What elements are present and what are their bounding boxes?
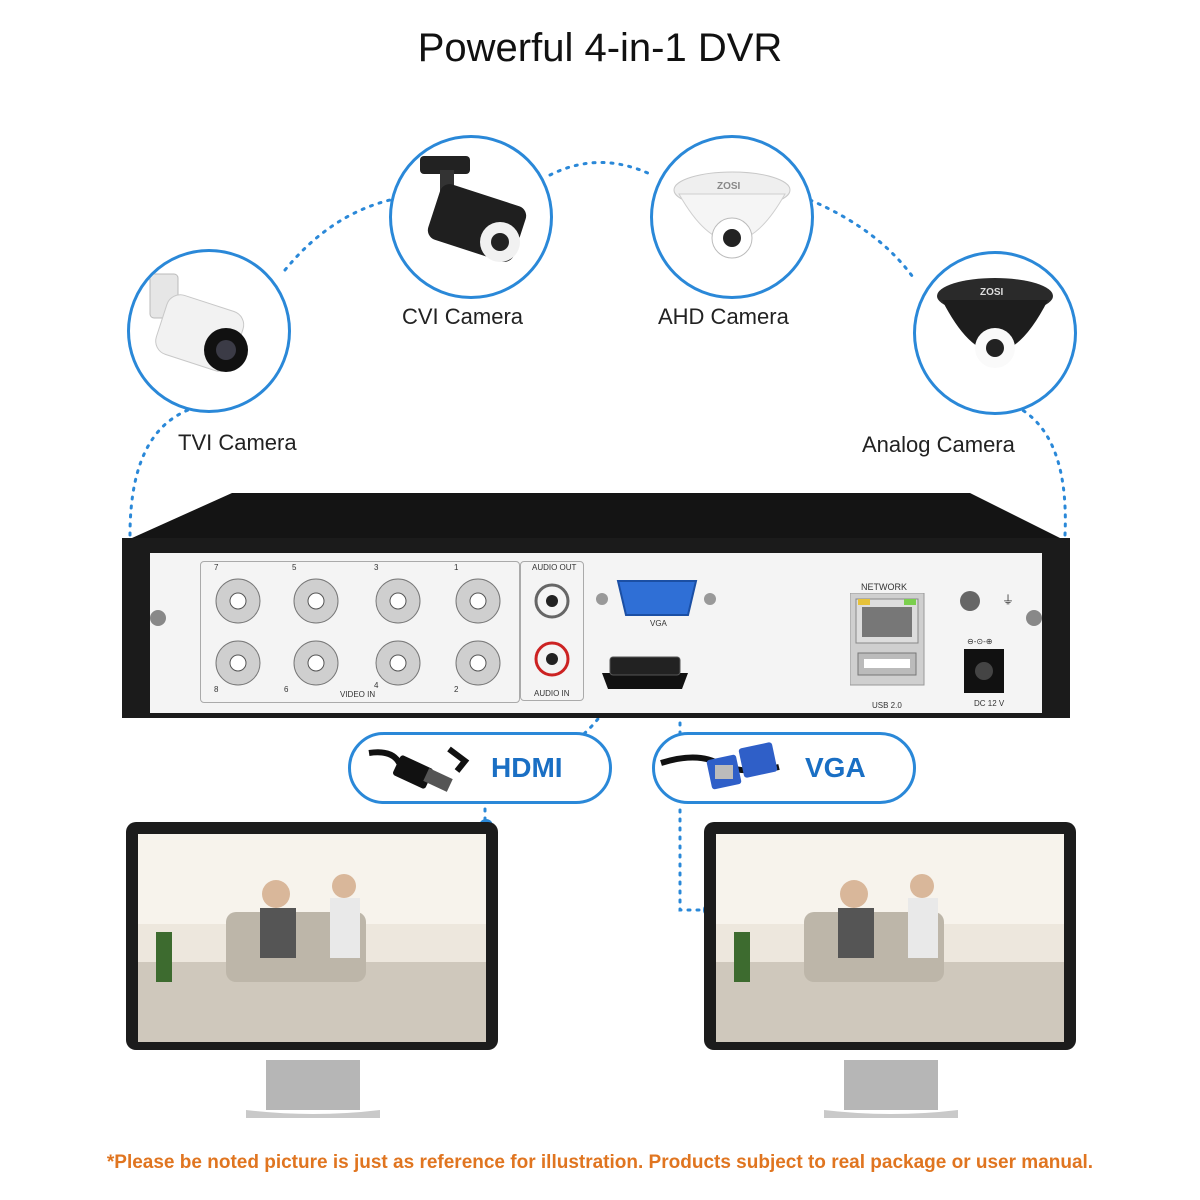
ground-symbol: ⏚ <box>1002 593 1015 607</box>
dome-camera-white-icon <box>673 171 791 259</box>
dome-camera-black-icon <box>937 278 1053 368</box>
rca-connectors <box>534 583 570 677</box>
tvi-camera-circle <box>127 249 291 413</box>
disclaimer-note: *Please be noted picture is just as refe… <box>106 1152 1094 1173</box>
audio-block <box>520 561 584 701</box>
monitor-icon <box>704 822 1076 1118</box>
ahd-camera-circle: ZOSI <box>650 135 814 299</box>
tvi-camera-label: TVI Camera <box>178 430 297 455</box>
vga-connection-pill: VGA <box>652 732 916 804</box>
hdmi-label: HDMI <box>491 752 563 783</box>
camera-brand: ZOSI <box>980 287 1004 298</box>
ahd-camera-label: AHD Camera <box>658 304 789 329</box>
channel-number: 1 <box>454 563 459 572</box>
channel-number: 7 <box>214 563 219 572</box>
dvr-rear-panel: 7 5 3 1 8 6 4 2 VIDEO IN AUDIO OUT AUDIO… <box>122 493 1070 718</box>
channel-number: 4 <box>374 681 379 690</box>
channel-number: 3 <box>374 563 379 572</box>
vga-port-label: VGA <box>650 619 667 628</box>
channel-number: 2 <box>454 685 459 694</box>
power-port <box>960 591 1004 693</box>
usb-label: USB 2.0 <box>872 701 902 710</box>
cvi-camera-label: CVI Camera <box>402 304 524 329</box>
page-title: Powerful 4-in-1 DVR <box>417 26 783 70</box>
channel-number: 6 <box>284 685 289 694</box>
analog-camera-label: Analog Camera <box>862 432 1015 457</box>
vga-cable-icon <box>660 742 780 790</box>
bullet-camera-black-icon <box>420 156 527 262</box>
polarity-symbol: ⊖-⊙-⊕ <box>967 637 993 646</box>
left-monitor <box>126 822 498 1122</box>
analog-camera-circle: ZOSI <box>913 251 1077 415</box>
audio-out-label: AUDIO OUT <box>532 563 577 572</box>
power-label: DC 12 V <box>974 699 1005 708</box>
right-monitor <box>704 822 1076 1122</box>
network-usb-ports <box>850 593 925 686</box>
video-in-label: VIDEO IN <box>340 690 376 699</box>
video-in-block <box>200 561 520 703</box>
monitor-icon <box>126 822 498 1118</box>
hdmi-connection-pill: HDMI <box>348 732 612 804</box>
channel-number: 8 <box>214 685 219 694</box>
channel-number: 5 <box>292 563 297 572</box>
camera-brand: ZOSI <box>717 181 741 192</box>
audio-in-label: AUDIO IN <box>534 689 570 698</box>
bullet-camera-white-icon <box>149 273 248 372</box>
hdmi-cable-icon <box>368 746 470 792</box>
bnc-connectors <box>215 578 501 686</box>
vga-hdmi-ports <box>596 580 716 689</box>
vga-label: VGA <box>805 752 866 783</box>
network-label: NETWORK <box>861 582 907 592</box>
cvi-camera-circle <box>389 135 553 299</box>
